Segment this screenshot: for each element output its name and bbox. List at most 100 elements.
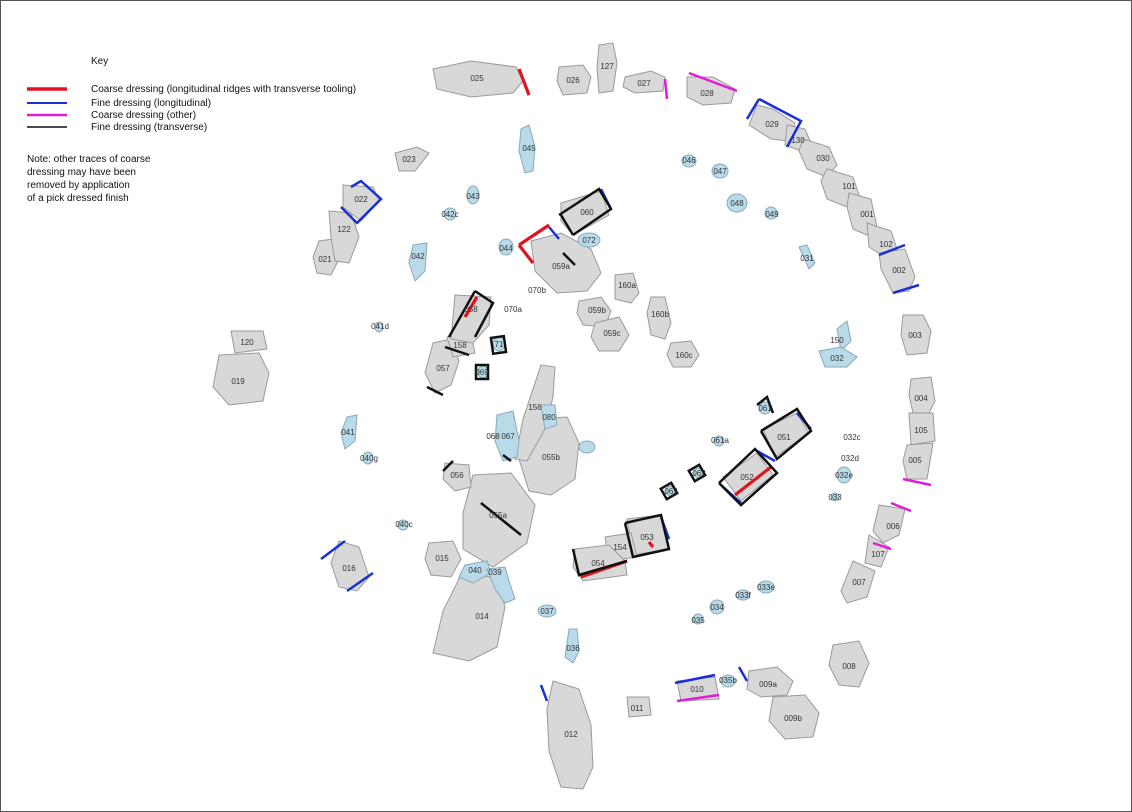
label-042: 042 (411, 252, 425, 261)
label-028: 028 (700, 89, 714, 98)
label-156: 156 (528, 403, 542, 412)
dressing-marks (320, 68, 932, 703)
stone-160c (666, 340, 700, 368)
stone-025 (432, 60, 524, 98)
mark-058-fine-transverse-b (447, 290, 477, 338)
stone-042 (408, 242, 428, 282)
label-009b: 009b (784, 714, 802, 723)
label-062: 062 (692, 469, 706, 478)
note-line-2: dressing may have been (27, 167, 136, 178)
stone-015 (424, 540, 462, 578)
stone-035 (692, 613, 704, 625)
mark-158-fine-transverse (444, 345, 470, 357)
note-line-4: of a pick dressed finish (27, 193, 129, 204)
label-036: 036 (566, 644, 580, 653)
label-069: 069 (475, 368, 489, 377)
label-150: 150 (830, 336, 844, 345)
stone-028 (686, 76, 736, 106)
label-035: 035 (691, 616, 705, 625)
label-006: 006 (886, 522, 900, 531)
label-011: 011 (631, 704, 644, 713)
label-034: 034 (710, 603, 724, 612)
mark-058-coarse-longitudinal (463, 296, 479, 318)
stone-026 (556, 64, 592, 96)
label-010: 010 (690, 685, 704, 694)
label-048: 048 (730, 199, 744, 208)
mark-059a-coarse-longitudinal-b (517, 244, 535, 264)
label-039: 039 (488, 568, 502, 577)
label-027: 027 (637, 79, 651, 88)
mark-002-fine-longitudinal (892, 283, 920, 295)
bluestones (340, 124, 858, 688)
label-060: 060 (580, 208, 594, 217)
mark-060-fine-longitudinal-a (548, 226, 560, 240)
stone-061a (713, 435, 725, 447)
mark-028-coarse-other (688, 71, 738, 93)
label-032d: 032d (841, 454, 859, 463)
mark-027-coarse-other (663, 78, 669, 100)
mark-053-coarse-longitudinal (647, 541, 655, 548)
stone-040c (397, 519, 409, 531)
stone-040g (362, 451, 374, 465)
stone-023 (394, 146, 430, 172)
stone-039 (486, 566, 516, 604)
label-055b: 055b (542, 453, 560, 462)
stone-027 (622, 70, 666, 94)
label-059b: 059b (588, 306, 606, 315)
mark-054-fine-transverse (571, 548, 628, 577)
label-033e: 033e (757, 583, 775, 592)
mark-063-fine-transverse (659, 481, 679, 501)
stone-120 (230, 330, 268, 354)
label-032e: 032e (835, 471, 853, 480)
stone-016 (330, 540, 370, 592)
label-001: 001 (860, 210, 874, 219)
stone-012 (546, 680, 594, 790)
stone-032 (818, 346, 858, 368)
stone-044 (498, 238, 514, 256)
label-019: 019 (231, 377, 245, 386)
stone-045 (518, 124, 536, 174)
stone-048 (726, 193, 748, 213)
stone-047 (711, 163, 729, 179)
label-122: 122 (337, 225, 351, 234)
label-004: 004 (914, 394, 928, 403)
label-021: 021 (318, 255, 332, 264)
stone-labels: 025 026 127 027 028 029 130 030 101 001 … (231, 62, 928, 739)
label-032c: 032c (843, 433, 860, 442)
label-054: 054 (591, 559, 605, 568)
label-154: 154 (613, 543, 627, 552)
label-068: 068 (486, 432, 500, 441)
label-033: 033 (828, 493, 842, 502)
sarsen-stones (212, 42, 936, 790)
label-080: 080 (542, 413, 556, 422)
stone-032e (836, 466, 852, 484)
label-016: 016 (342, 564, 356, 573)
mark-060-fine-transverse-side (559, 214, 575, 236)
label-160a: 160a (618, 281, 636, 290)
stone-160b (646, 296, 672, 340)
mark-062-fine-transverse (687, 463, 707, 483)
mark-055a-fine-transverse (480, 502, 522, 536)
label-061a: 061a (711, 436, 729, 445)
mark-016-fine-longitudinal-b (346, 571, 374, 593)
stone-037 (537, 604, 557, 618)
label-158: 158 (453, 341, 467, 350)
label-049: 049 (765, 210, 779, 219)
mark-022-fine-longitudinal (340, 179, 383, 225)
mark-025-coarse-longitudinal (517, 68, 531, 96)
label-041d: 041d (371, 322, 389, 331)
label-072: 072 (582, 236, 596, 245)
stone-041 (340, 414, 358, 450)
stone-127 (596, 42, 618, 94)
stone-041d (374, 321, 384, 333)
label-053: 053 (640, 533, 654, 542)
legend-label-fine-longitudinal: Fine dressing (longitudinal) (91, 98, 211, 109)
label-071: 71 (495, 340, 504, 349)
stone-036 (564, 628, 580, 664)
label-055a: 055a (489, 511, 507, 520)
label-059a: 059a (552, 262, 570, 271)
label-056: 056 (450, 471, 464, 480)
stone-059a (530, 232, 602, 294)
stone-150 (836, 320, 852, 353)
